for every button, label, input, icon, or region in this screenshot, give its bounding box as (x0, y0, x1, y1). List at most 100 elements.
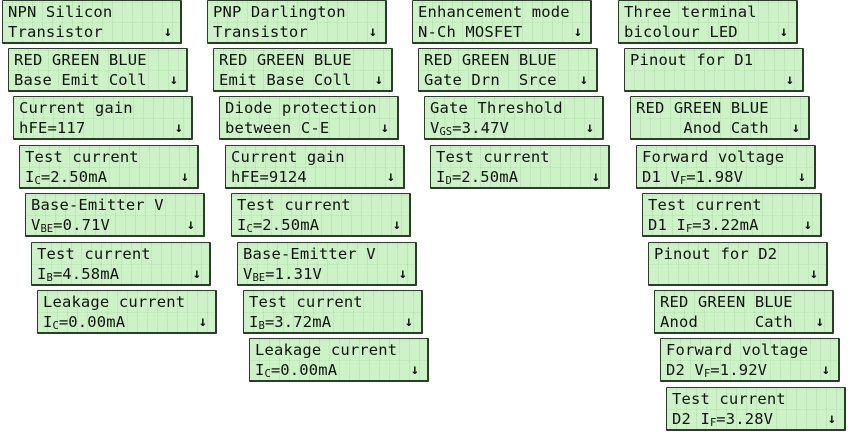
reading-prefix: I (436, 168, 446, 186)
reading-prefix: I (249, 313, 259, 331)
lcd-npn-test-ic: Test current IC=2.50mA ↓ (19, 145, 199, 189)
reading-subscript: F (703, 368, 711, 380)
reading-subscript: F (709, 417, 717, 429)
lcd-line-1: PNP Darlington (213, 3, 346, 21)
lcd-line-1: Base-Emitter V (243, 245, 376, 263)
lcd-led-pins-d2: RED GREEN BLUE Anod Cath ↓ (654, 290, 834, 334)
lcd-line-2 (654, 264, 821, 284)
arrow-down-icon: ↓ (368, 24, 377, 40)
lcd-line-2: VBE=0.71V (31, 215, 198, 235)
lcd-led-fwd-d1: Forward voltage D1 VF=1.98V ↓ (636, 145, 816, 189)
lcd-line-1: Leakage current (43, 293, 186, 311)
lcd-line-1: RED GREEN BLUE (660, 293, 793, 311)
arrow-down-icon: ↓ (404, 314, 413, 330)
lcd-line-2: D1 VF=1.98V (642, 167, 809, 187)
reading-subscript: C (246, 223, 253, 235)
lcd-line-1: Forward voltage (642, 148, 785, 166)
lcd-line-2: IB=3.72mA (249, 312, 416, 332)
lcd-line-2: N-Ch MOSFET (418, 23, 523, 41)
arrow-down-icon: ↓ (827, 411, 836, 427)
arrow-down-icon: ↓ (198, 314, 207, 330)
lcd-line-2: IC=2.50mA (237, 215, 404, 235)
lcd-mosfet-title: Enhancement mode N-Ch MOSFET ↓ (412, 0, 592, 44)
lcd-led-pinout-d1: Pinout for D1 ↓ (624, 48, 804, 92)
lcd-line-2: D1 IF=3.22mA (648, 215, 815, 235)
arrow-down-icon: ↓ (821, 362, 830, 378)
lcd-mosfet-pins: RED GREEN BLUE Gate Drn Srce ↓ (418, 48, 598, 92)
lcd-mosfet-threshold: Gate Threshold VGS=3.47V ↓ (424, 96, 604, 140)
lcd-line-1: RED GREEN BLUE (636, 99, 769, 117)
reading-value: =2.50mA (40, 168, 108, 186)
reading-prefix: I (25, 168, 35, 186)
lcd-line-1: Pinout for D2 (654, 245, 778, 263)
lcd-line-1: RED GREEN BLUE (14, 51, 147, 69)
lcd-pnp-leakage: Leakage current IC=0.00mA ↓ (249, 338, 429, 382)
reading-subscript: F (679, 175, 687, 187)
reading-subscript: D (445, 175, 452, 187)
reading-subscript: B (258, 320, 265, 332)
reading-value: =2.50mA (451, 168, 519, 186)
arrow-down-icon: ↓ (386, 169, 395, 185)
lcd-led-pins-d1: RED GREEN BLUE Anod Cath ↓ (630, 96, 810, 140)
arrow-down-icon: ↓ (186, 217, 195, 233)
arrow-down-icon: ↓ (815, 314, 824, 330)
lcd-led-fwd-d2: Forward voltage D2 VF=1.92V ↓ (660, 338, 840, 382)
reading-prefix: D2 I (672, 410, 710, 428)
arrow-down-icon: ↓ (797, 169, 806, 185)
reading-prefix: D1 I (648, 216, 686, 234)
reading-value: =2.50mA (252, 216, 320, 234)
reading-prefix: I (255, 361, 265, 379)
lcd-line-2: Transistor (213, 23, 308, 41)
lcd-line-2: Transistor (8, 23, 103, 41)
lcd-line-1: Diode protection (225, 99, 377, 117)
lcd-line-2: IC=0.00mA (43, 312, 210, 332)
arrow-down-icon: ↓ (585, 120, 594, 136)
arrow-down-icon: ↓ (180, 169, 189, 185)
lcd-line-2: Base Emit Coll (14, 71, 147, 89)
arrow-down-icon: ↓ (803, 217, 812, 233)
arrow-down-icon: ↓ (785, 72, 794, 88)
lcd-pnp-test-ib: Test current IB=3.72mA ↓ (243, 290, 423, 334)
lcd-line-1: Test current (237, 196, 351, 214)
lcd-line-2: ID=2.50mA (436, 167, 603, 187)
reading-prefix: V (243, 265, 253, 283)
lcd-line-1: Forward voltage (666, 341, 809, 359)
reading-value: =0.00mA (58, 313, 126, 331)
lcd-line-2 (630, 70, 797, 90)
arrow-down-icon: ↓ (163, 24, 172, 40)
arrow-down-icon: ↓ (169, 72, 178, 88)
lcd-pnp-test-ic: Test current IC=2.50mA ↓ (231, 193, 411, 237)
lcd-line-1: RED GREEN BLUE (219, 51, 352, 69)
lcd-npn-vbe: Base-Emitter V VBE=0.71V ↓ (25, 193, 205, 237)
reading-subscript: GS (439, 126, 453, 138)
reading-subscript: B (46, 272, 53, 284)
arrow-down-icon: ↓ (791, 120, 800, 136)
reading-subscript: C (52, 320, 59, 332)
lcd-line-2: Emit Base Coll (219, 71, 352, 89)
arrow-down-icon: ↓ (809, 266, 818, 282)
lcd-line-1: Current gain (231, 148, 345, 166)
lcd-line-1: Base-Emitter V (31, 196, 164, 214)
lcd-npn-title: NPN Silicon Transistor ↓ (2, 0, 182, 44)
lcd-npn-leakage: Leakage current IC=0.00mA ↓ (37, 290, 217, 334)
arrow-down-icon: ↓ (174, 120, 183, 136)
reading-value: =0.00mA (270, 361, 338, 379)
lcd-line-1: Enhancement mode (418, 3, 570, 21)
reading-subscript: BE (40, 223, 54, 235)
reading-value: =1.98V (686, 168, 744, 186)
lcd-line-1: Test current (249, 293, 363, 311)
lcd-line-1: Gate Threshold (430, 99, 563, 117)
lcd-line-2: Gate Drn Srce (424, 71, 557, 89)
reading-prefix: I (43, 313, 53, 331)
lcd-line-1: Test current (648, 196, 762, 214)
lcd-npn-gain: Current gain hFE=117 ↓ (13, 96, 193, 140)
reading-value: =0.71V (53, 216, 111, 234)
arrow-down-icon: ↓ (380, 120, 389, 136)
lcd-line-1: NPN Silicon (8, 3, 113, 21)
reading-prefix: V (430, 119, 440, 137)
arrow-down-icon: ↓ (410, 362, 419, 378)
reading-prefix: I (37, 265, 47, 283)
lcd-line-1: Test current (436, 148, 550, 166)
reading-subscript: C (264, 368, 271, 380)
lcd-line-1: Pinout for D1 (630, 51, 754, 69)
